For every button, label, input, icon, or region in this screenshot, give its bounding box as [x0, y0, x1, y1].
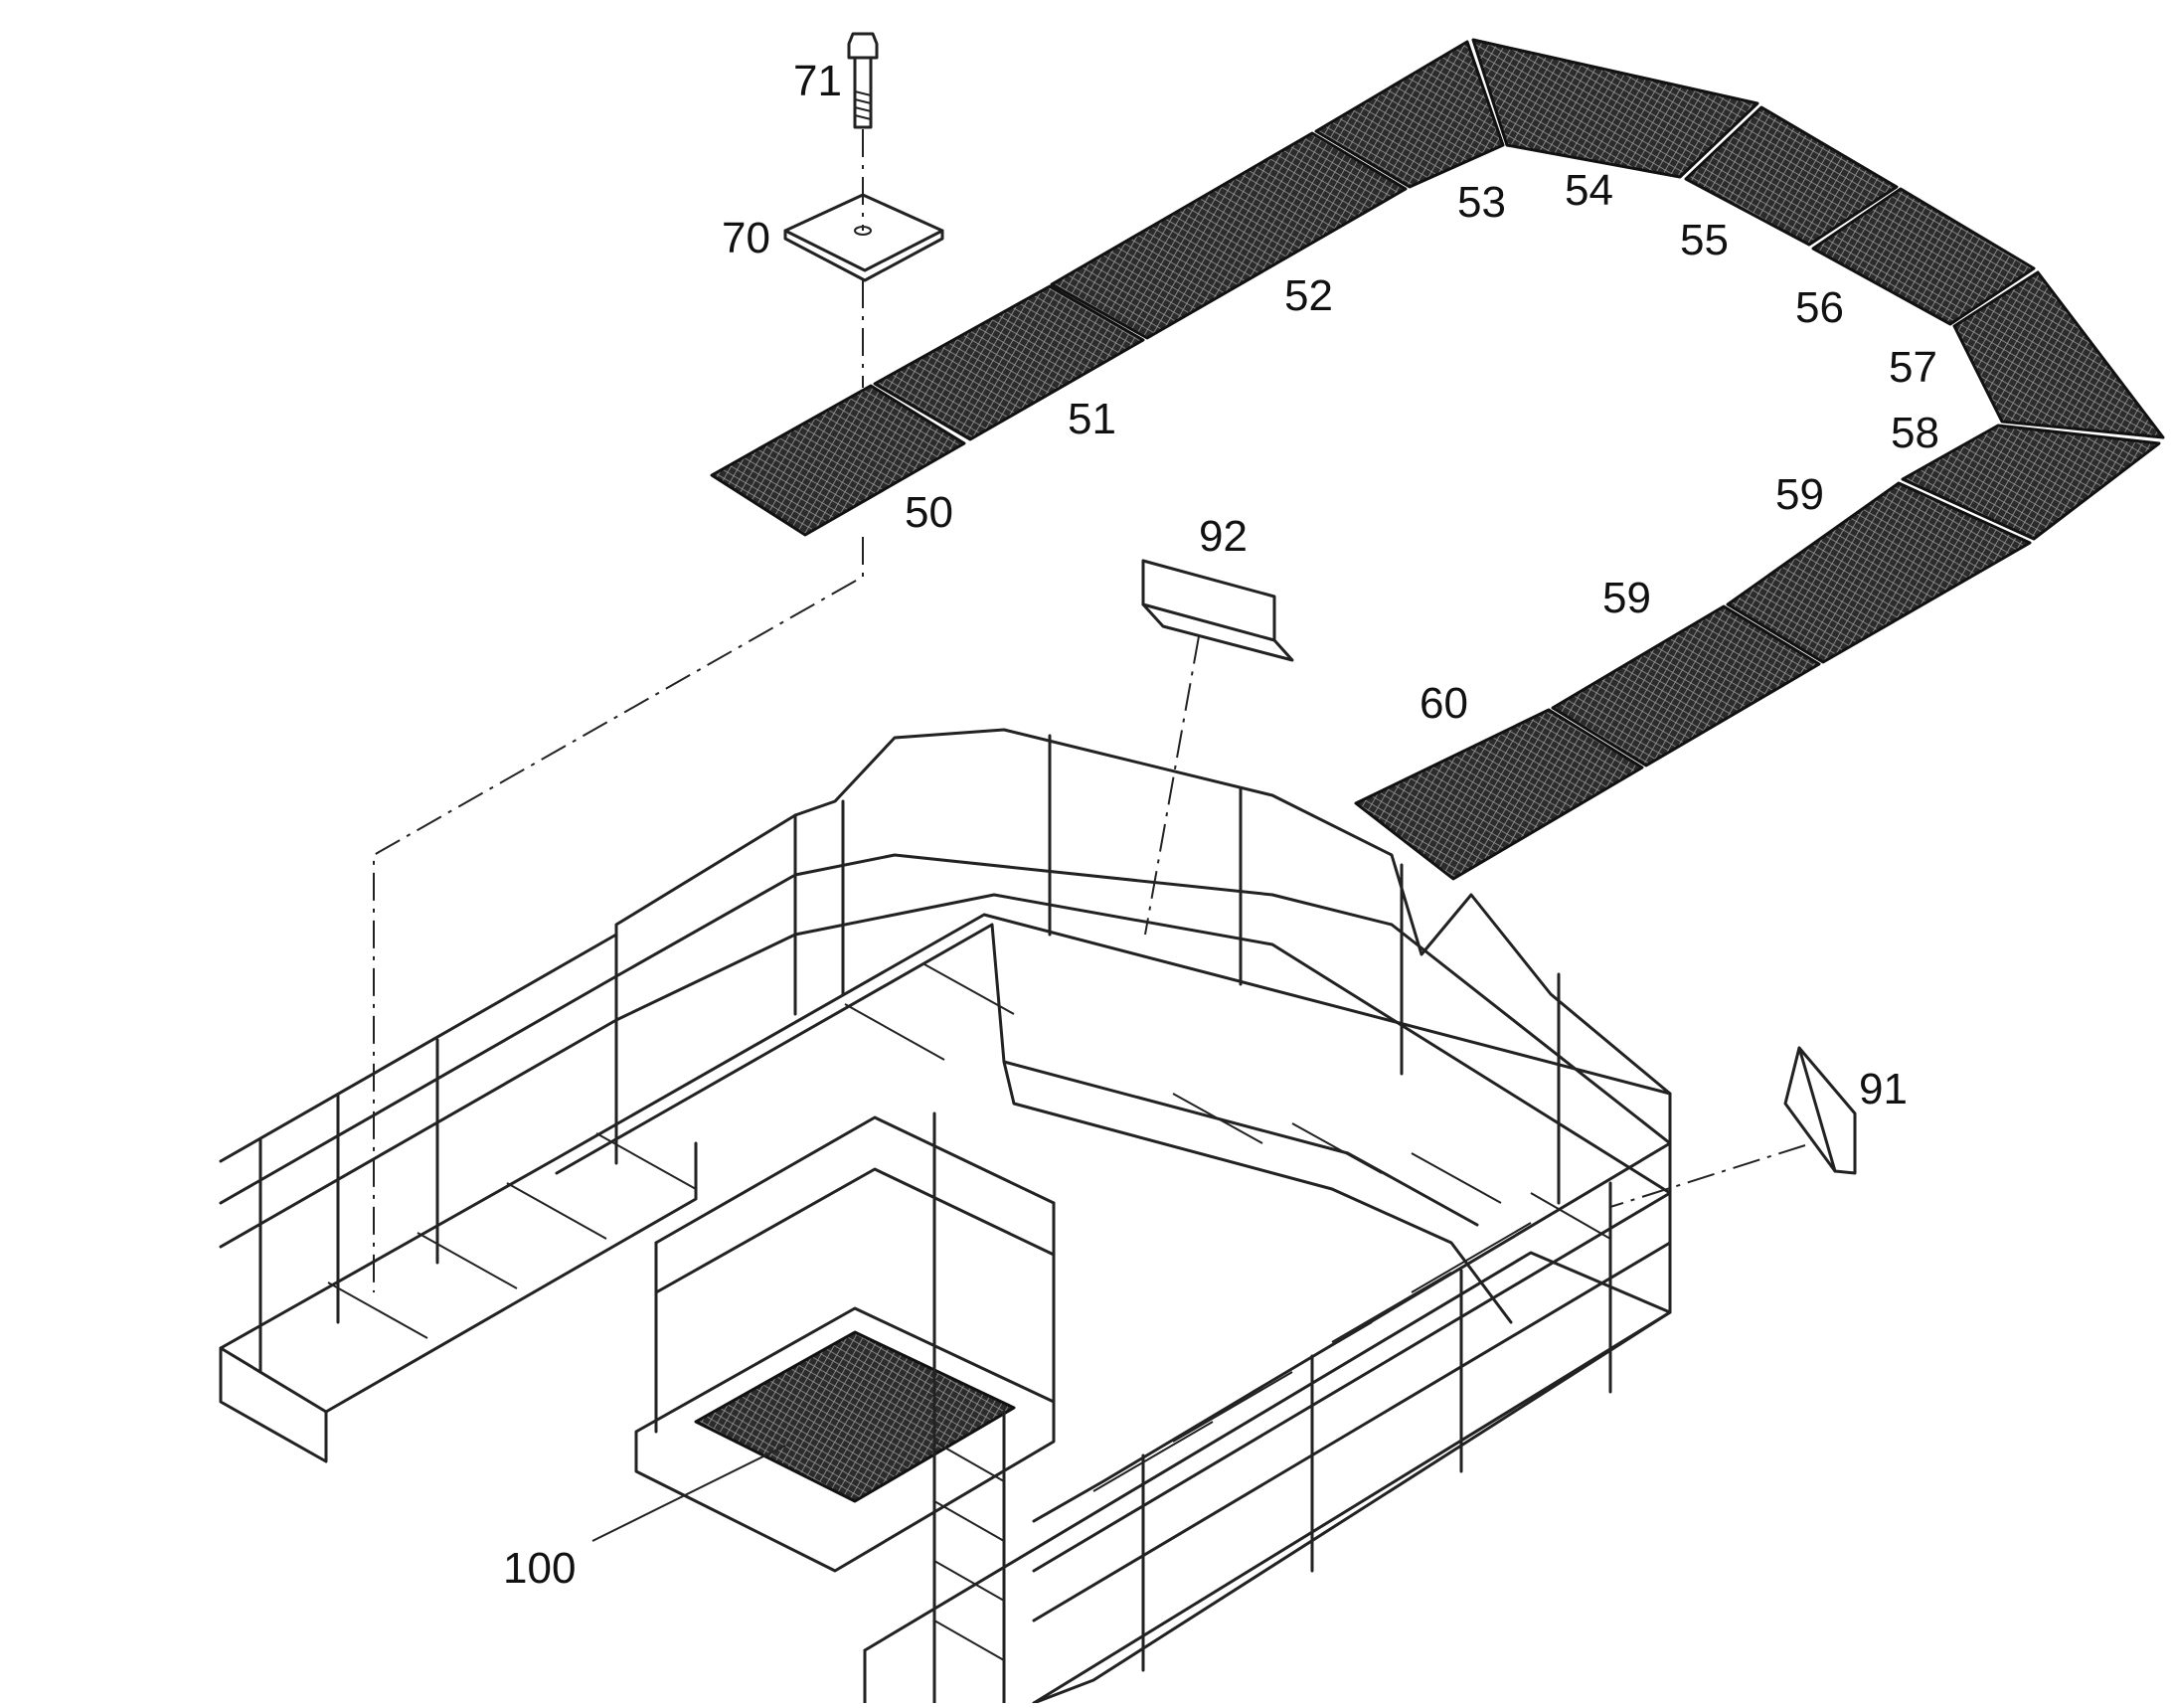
bolt-part [847, 32, 879, 129]
callout-labels: 71 70 50 51 52 53 54 55 56 57 58 59 59 6… [503, 57, 1939, 1593]
grating-panel [1901, 424, 2161, 541]
callout-54: 54 [1565, 166, 1613, 215]
grating-panels [710, 38, 2165, 881]
callout-51: 51 [1068, 395, 1116, 443]
assembly-line [1144, 635, 1200, 936]
callout-100: 100 [503, 1544, 576, 1593]
callout-53: 53 [1457, 178, 1506, 227]
grating-panel [710, 384, 966, 537]
callout-50: 50 [905, 488, 953, 537]
grating-panel [1952, 270, 2165, 439]
callout-60: 60 [1420, 679, 1468, 728]
kickplate-91-part [1783, 1046, 1857, 1175]
assembly-line [373, 537, 864, 1292]
grating-panel [1811, 187, 2036, 326]
callout-91: 91 [1859, 1065, 1908, 1113]
grating-panel [1354, 708, 1644, 881]
callout-71: 71 [793, 57, 842, 105]
callout-59-upper: 59 [1775, 470, 1824, 519]
callout-56: 56 [1795, 283, 1844, 332]
grating-panel [1314, 40, 1505, 189]
assembly-line [1609, 1144, 1806, 1208]
kickplate-92-part [1141, 559, 1294, 662]
grating-panel [1551, 604, 1821, 768]
callout-59-lower: 59 [1602, 574, 1651, 622]
callout-55: 55 [1680, 216, 1729, 264]
callout-92: 92 [1199, 512, 1248, 561]
callout-52: 52 [1284, 271, 1333, 320]
stair-landing-grating [694, 1330, 1016, 1503]
callout-58: 58 [1891, 409, 1939, 457]
grating-panel [1471, 38, 1759, 179]
grating-panel [1050, 131, 1408, 340]
stair-assembly [634, 1111, 1056, 1705]
callout-70: 70 [722, 214, 770, 262]
leader-line [591, 1445, 786, 1542]
grating-panel [1726, 481, 2032, 664]
grating-panel [873, 284, 1145, 441]
grating-panel [1684, 105, 1899, 247]
platform-assembly [219, 728, 1672, 1705]
callout-57: 57 [1889, 343, 1937, 392]
plate-part [783, 193, 944, 282]
